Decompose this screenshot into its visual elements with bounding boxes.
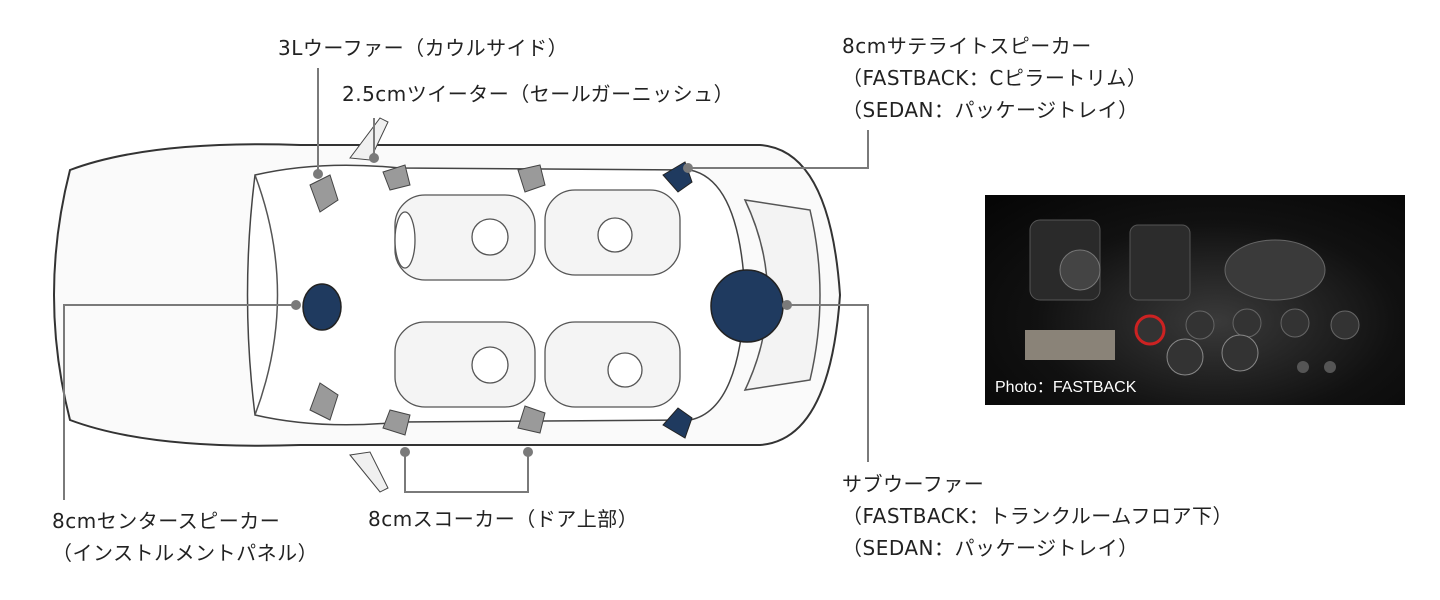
label-satellite-title: 8cmサテライトスピーカー (842, 34, 1092, 58)
label-subwoofer-title: サブウーファー (842, 472, 985, 496)
photo-caption: Photo：FASTBACK (995, 379, 1137, 396)
label-tweeter: 2.5cmツイーター（セールガーニッシュ） (342, 82, 735, 106)
leader-dots (291, 153, 792, 457)
label-satellite-sedan: （SEDAN：パッケージトレイ） (842, 98, 1139, 122)
label-center-location: （インストルメントパネル） (52, 541, 319, 565)
side-mirror-bottom (349, 451, 389, 493)
seats (394, 189, 681, 408)
label-subwoofer-fastback: （FASTBACK：トランクルームフロア下） (842, 504, 1233, 528)
label-center-title: 8cmセンタースピーカー (52, 509, 281, 533)
door-speakers (309, 164, 546, 436)
label-subwoofer-sedan: （SEDAN：パッケージトレイ） (842, 536, 1139, 560)
speaker-components-illustration (1025, 219, 1360, 376)
subwoofer (710, 269, 784, 343)
label-squawker: 8cmスコーカー（ドア上部） (368, 507, 639, 531)
windshield (254, 174, 279, 416)
label-satellite-fastback: （FASTBACK：Cピラートリム） (842, 66, 1148, 90)
leader-lines (63, 68, 869, 500)
rear-window (743, 199, 821, 391)
satellite-speaker-bottom (662, 407, 693, 439)
speaker-system-photo: Photo：FASTBACK (985, 195, 1405, 405)
label-satellite: 8cmサテライトスピーカー （FASTBACK：Cピラートリム） （SEDAN：… (842, 30, 1147, 126)
label-woofer: 3Lウーファー（カウルサイド） (278, 36, 569, 60)
center-speaker (302, 283, 342, 331)
label-subwoofer: サブウーファー （FASTBACK：トランクルームフロア下） （SEDAN：パッ… (842, 468, 1233, 564)
label-center: 8cmセンタースピーカー （インストルメントパネル） (52, 505, 318, 569)
side-mirror-top (349, 117, 389, 161)
